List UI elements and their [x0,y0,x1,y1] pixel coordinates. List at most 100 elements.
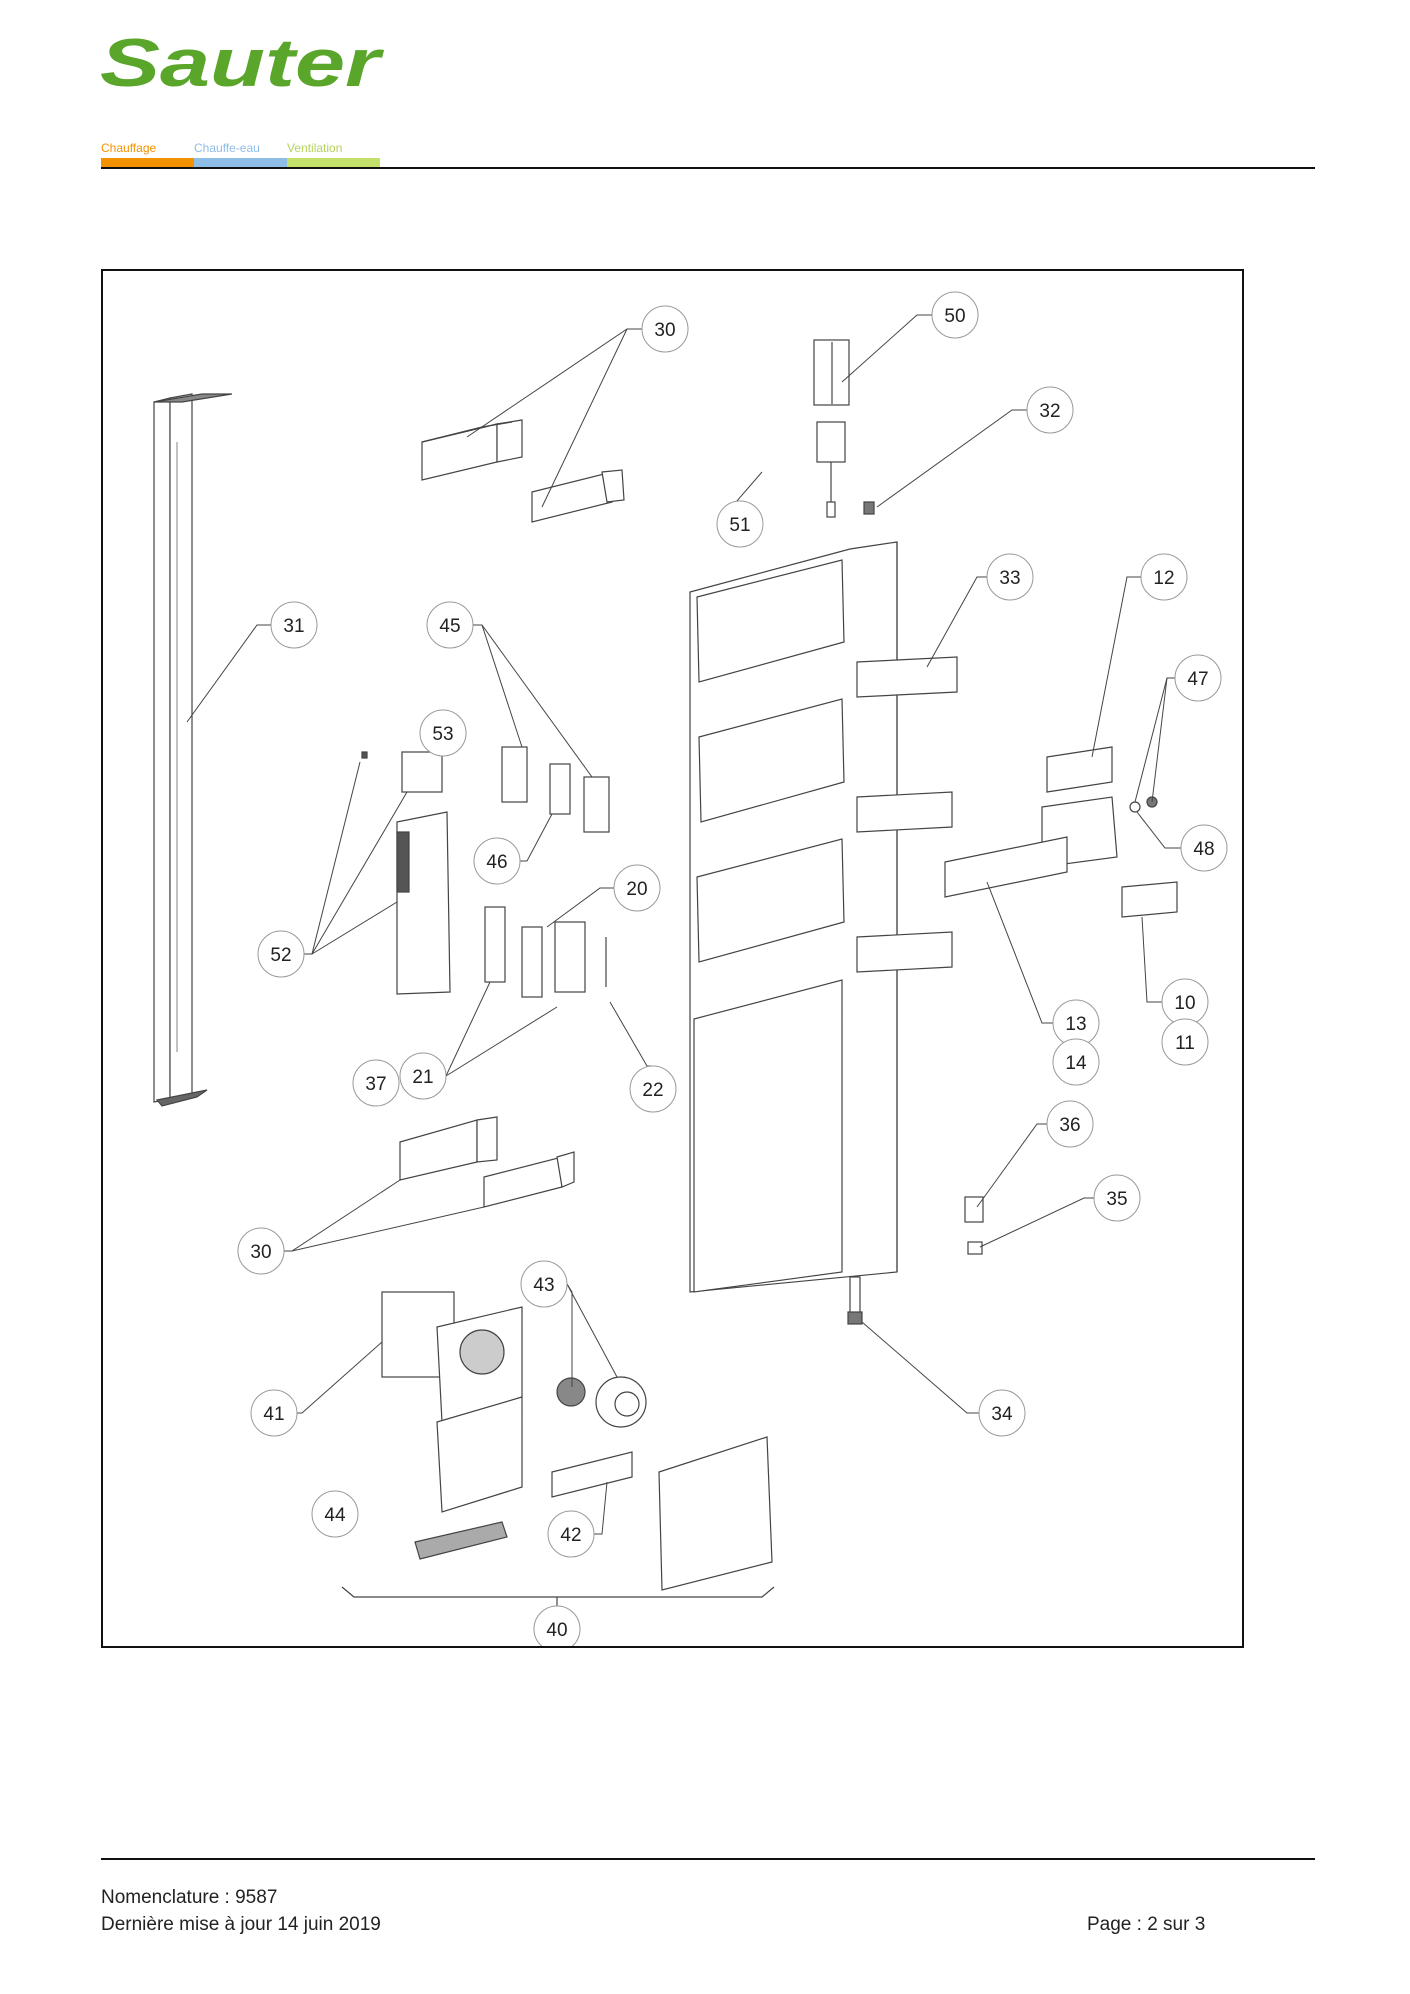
callout-label: 36 [1059,1115,1080,1136]
callout-circle [352,1059,400,1107]
callout-34: 34 [978,1389,1026,1437]
category-chauffage: Chauffage [101,141,157,155]
callout-41: 41 [250,1389,298,1437]
callout-label: 44 [324,1505,346,1526]
callout-circle [473,837,521,885]
header-divider [101,167,1315,169]
callout-label: 14 [1065,1053,1087,1074]
brand-logo-text: Sauter [100,28,385,98]
callout-label: 30 [654,320,675,341]
callout-label: 46 [486,852,507,873]
callout-circle [1161,1018,1209,1066]
callout-label: 35 [1106,1189,1127,1210]
footer-divider [101,1858,1315,1860]
callout-circle [1180,824,1228,872]
callout-32: 32 [1026,386,1074,434]
callout-label: 40 [546,1620,567,1641]
callout-51: 51 [716,500,764,548]
callout-label: 20 [626,879,647,900]
callout-label: 34 [991,1404,1013,1425]
callout-44: 44 [311,1490,359,1538]
callout-circle [1026,386,1074,434]
callout-33: 33 [986,553,1034,601]
category-bar-ventilation [287,158,380,167]
category-chauffe-eau: Chauffe-eau [194,141,260,155]
callout-label: 30 [250,1242,271,1263]
part-bracket-top [421,419,625,523]
part-cartridge [813,339,875,518]
callout-circle [399,1052,447,1100]
callout-50: 50 [931,291,979,339]
callout-label: 42 [560,1525,581,1546]
callout-36: 36 [1046,1100,1094,1148]
callout-30: 30 [237,1227,285,1275]
part-side-profile [153,393,233,1107]
callout-label: 33 [999,568,1020,589]
callout-label: 53 [432,724,453,745]
callout-circle [629,1065,677,1113]
callout-circle [311,1490,359,1538]
callout-circle [426,601,474,649]
callout-45: 45 [426,601,474,649]
callout-48: 48 [1180,824,1228,872]
callout-label: 37 [365,1074,386,1095]
callout-circle [520,1260,568,1308]
callout-circle [641,305,689,353]
callout-42: 42 [547,1510,595,1558]
nomenclature-number: Nomenclature : 9587 [101,1887,278,1908]
callout-circle [1140,553,1188,601]
callout-label: 47 [1187,669,1208,690]
callout-21: 21 [399,1052,447,1100]
category-ventilation: Ventilation [287,141,343,155]
category-bar-chauffe-eau [194,158,287,167]
callout-circle [716,500,764,548]
callout-label: 32 [1039,401,1060,422]
callout-label: 45 [439,616,460,637]
callout-11: 11 [1161,1018,1209,1066]
callout-group: 30 50 32 51 33 12 31 45 47 53 48 46 20 52 10 13 11 14 37 21… [237,291,1228,1646]
callout-label: 13 [1065,1014,1086,1035]
callout-31: 31 [270,601,318,649]
callout-30: 30 [641,305,689,353]
callout-10: 10 [1161,978,1209,1026]
callout-circle [1052,1038,1100,1086]
callout-circle [1046,1100,1094,1148]
callout-label: 31 [283,616,304,637]
part-ventilation-unit [341,1291,775,1607]
callout-37: 37 [352,1059,400,1107]
callout-circle [1174,654,1222,702]
callout-label: 52 [270,945,291,966]
callout-label: 12 [1153,568,1174,589]
callout-20: 20 [613,864,661,912]
callout-circle [613,864,661,912]
callout-14: 14 [1052,1038,1100,1086]
callout-circle [1093,1174,1141,1222]
callout-circle [270,601,318,649]
callout-circle [978,1389,1026,1437]
callout-label: 51 [729,515,750,536]
callout-label: 41 [263,1404,284,1425]
callout-label: 43 [533,1275,554,1296]
callout-22: 22 [629,1065,677,1113]
callout-circle [986,553,1034,601]
callout-46: 46 [473,837,521,885]
last-updated: Dernière mise à jour 14 juin 2019 [101,1914,381,1935]
leader-lines [186,314,1181,1535]
callout-label: 22 [642,1080,663,1101]
part-main-panel [689,541,958,1293]
callout-label: 50 [944,306,965,327]
callout-12: 12 [1140,553,1188,601]
part-small-fittings [847,1196,984,1325]
callout-circle [237,1227,285,1275]
category-bar-chauffage [101,158,194,167]
callout-label: 21 [412,1067,433,1088]
brand-logo: Sauter [100,25,390,101]
callout-label: 48 [1193,839,1214,860]
callout-circle [931,291,979,339]
callout-35: 35 [1093,1174,1141,1222]
part-bracket-bottom [399,1116,575,1208]
callout-circle [257,930,305,978]
callout-47: 47 [1174,654,1222,702]
callout-circle [547,1510,595,1558]
callout-43: 43 [520,1260,568,1308]
